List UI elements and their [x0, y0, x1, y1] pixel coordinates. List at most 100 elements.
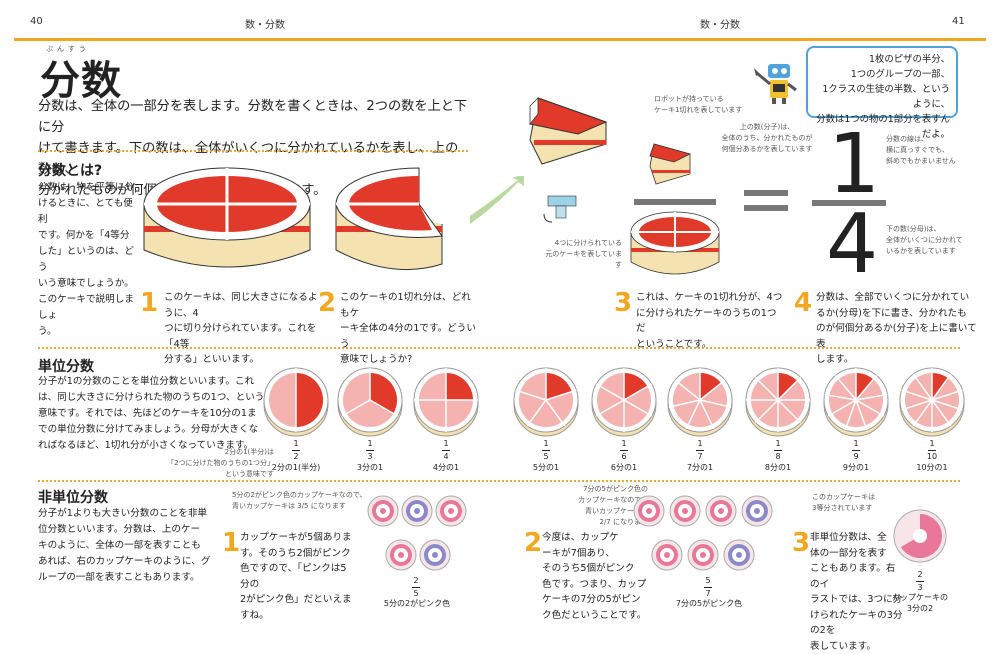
step-line: す。そのうち2個がピンク [240, 546, 352, 562]
note-fraction-line: 分数の線は、 横に真っすぐでも、 斜めでもかまいません [886, 134, 956, 167]
right-page-number: 41 [952, 16, 965, 27]
big-denominator: 4 [826, 204, 878, 286]
note-line: 斜めでもかまいません [886, 156, 956, 167]
cupcake-label-3: カップケーキの 3分の2 [880, 592, 960, 614]
note-line: いるかを表しています [886, 246, 963, 257]
cupcake-label-1: 5分の2がピンク色 [372, 598, 462, 609]
cupcake [418, 538, 452, 572]
unit-cake-10 [896, 364, 970, 444]
step-number: 1 [222, 530, 240, 556]
fraction-denominator: 3 [367, 452, 372, 461]
note-line: 全体のうち、分かれたものが [718, 133, 816, 144]
large-cake-slice [518, 84, 610, 174]
fraction-numerator: 1 [929, 439, 934, 448]
note-line: 何個分あるかを表しています [718, 144, 816, 155]
fraction-denominator: 2 [293, 452, 298, 461]
header-rule [14, 38, 986, 41]
note-original-cake: 4つに分けられている 元のケーキを表しています [540, 238, 622, 271]
fraction-denominator: 3 [917, 583, 922, 592]
robot-hand-icon [540, 194, 582, 226]
section-divider [38, 150, 468, 152]
step-line: るか(分母)を下に書き、分かれたも [816, 306, 986, 322]
unit-fraction-label: 7分の1 [660, 462, 740, 473]
note-line: 青いカップケーキは 3/5 になります [232, 501, 367, 512]
cupcake [650, 538, 684, 572]
cupcake [400, 494, 434, 528]
note-line: 分数の線は、 [886, 134, 956, 145]
fraction-numerator: 1 [621, 439, 626, 448]
step-line: そのうち5個がピンク [542, 561, 650, 577]
non-unit-fraction-title: 非単位分数 [38, 487, 108, 507]
non-unit-step-2: 2 今度は、カップケ ーキが7個あり、 そのうち5個がピンク 色です。つまり、カ… [524, 530, 650, 623]
step-number: 2 [524, 530, 542, 556]
unit-fraction-label: 5分の1 [506, 462, 586, 473]
step-line: に分けられたケーキのうちの1つだ [636, 306, 784, 337]
robot-icon [752, 60, 806, 106]
note-half: 2分の1(半分)は 「2つに分けた物のうちの1つ分」 という意味です [146, 447, 274, 480]
non-unit-step-1: 1 カップケーキが5個ありま す。そのうち2個がピンク 色ですので、「ピンクは5… [222, 530, 352, 623]
step-number: 3 [792, 530, 810, 556]
body-line: このケーキで説明しましょ [38, 292, 138, 324]
cake-quartered [140, 164, 315, 284]
note-line: 上の数(分子)は、 [718, 122, 816, 133]
note-line: 元のケーキを表しています [540, 249, 622, 271]
note-line: 4つに分けられている [540, 238, 622, 249]
step-line: このケーキは、同じ大きさになるように、4 [164, 290, 320, 321]
step-line: 色です。つまり、カップ [542, 577, 650, 593]
step-4: 4 分数は、全部でいくつに分かれてい るか(分母)を下に書き、分かれたも のが何… [794, 290, 986, 368]
body-line: ループの一部を表すこともあります。 [38, 570, 220, 586]
step-line: これは、ケーキの1切れ分が、4つ [636, 290, 784, 306]
left-running-title: 数・分数 [245, 16, 285, 31]
step-line: 今度は、カップケ [542, 530, 650, 546]
step-line: ということです。 [636, 337, 784, 353]
unit-cake-7 [664, 364, 738, 444]
intro-line: 分数は、全体の一部分を表します。分数を書くときは、2つの数を上と下に分 [38, 96, 468, 138]
body-line: 分子が1よりも大きい分数のことを非単 [38, 506, 220, 522]
robot-speech-balloon: 1枚のピザの半分、 1つのグループの一部、 1クラスの生徒の半数、というように、… [806, 46, 958, 118]
section-divider [38, 480, 960, 482]
note-line: 2分の1(半分)は [146, 447, 274, 458]
non-unit-fraction-body: 分子が1よりも大きい分数のことを非単 位分数といいます。分数は、上のケー キのよ… [38, 506, 220, 586]
step-line: 分数は、全部でいくつに分かれてい [816, 290, 986, 306]
step-line: カップケーキが5個ありま [240, 530, 352, 546]
body-line: 分数は、物を平等に分 [38, 180, 138, 196]
note-denominator: 下の数(分母)は、 全体がいくつに分かれて いるかを表しています [886, 224, 963, 257]
note-line: という意味です [146, 469, 274, 480]
unit-fraction-label: 3分の1 [330, 462, 410, 473]
cupcake [686, 538, 720, 572]
unit-cake-9 [820, 364, 894, 444]
fraction-numerator: 1 [697, 439, 702, 448]
fraction-denominator: 7 [697, 452, 702, 461]
cupcake [384, 538, 418, 572]
body-line: した」というのは、どう [38, 244, 138, 276]
note-line: ケーキ1切れを表しています [654, 105, 742, 116]
fraction-denominator: 10 [927, 452, 937, 461]
unit-fraction-body: 分子が1の分数のことを単位分数といいます。これ は、同じ大きさに分けられた物のう… [38, 374, 266, 454]
unit-fraction-label: 10分の1 [892, 462, 972, 473]
step-number: 2 [318, 290, 336, 316]
small-cake-quartered [628, 208, 722, 286]
cupcake [434, 494, 468, 528]
what-is-fraction-body: 分数は、物を平等に分 けるときに、とても便利 です。何かを「4等分 した」という… [38, 180, 138, 340]
balloon-line: 1つのグループの一部、 [814, 67, 950, 82]
right-running-title: 数・分数 [700, 16, 740, 31]
cupcake [668, 494, 702, 528]
balloon-line: 1クラスの生徒の半数、というように、 [814, 82, 950, 112]
fraction-denominator: 7 [705, 589, 710, 598]
note-robot-slice: ロボットが持っている ケーキ1切れを表しています [654, 94, 742, 116]
unit-cake-3 [334, 364, 408, 444]
fraction-numerator: 1 [293, 439, 298, 448]
step-1: 1 このケーキは、同じ大きさになるように、4 つに切り分けられています。これを「… [140, 290, 320, 368]
note-line: 3等分されています [812, 503, 875, 514]
fraction-numerator: 1 [853, 439, 858, 448]
cupcake-label-2: 7分の5がピンク色 [664, 598, 754, 609]
unit-cake-2 [260, 364, 334, 444]
unit-cake-4 [410, 364, 484, 444]
transition-arrow [468, 176, 528, 226]
